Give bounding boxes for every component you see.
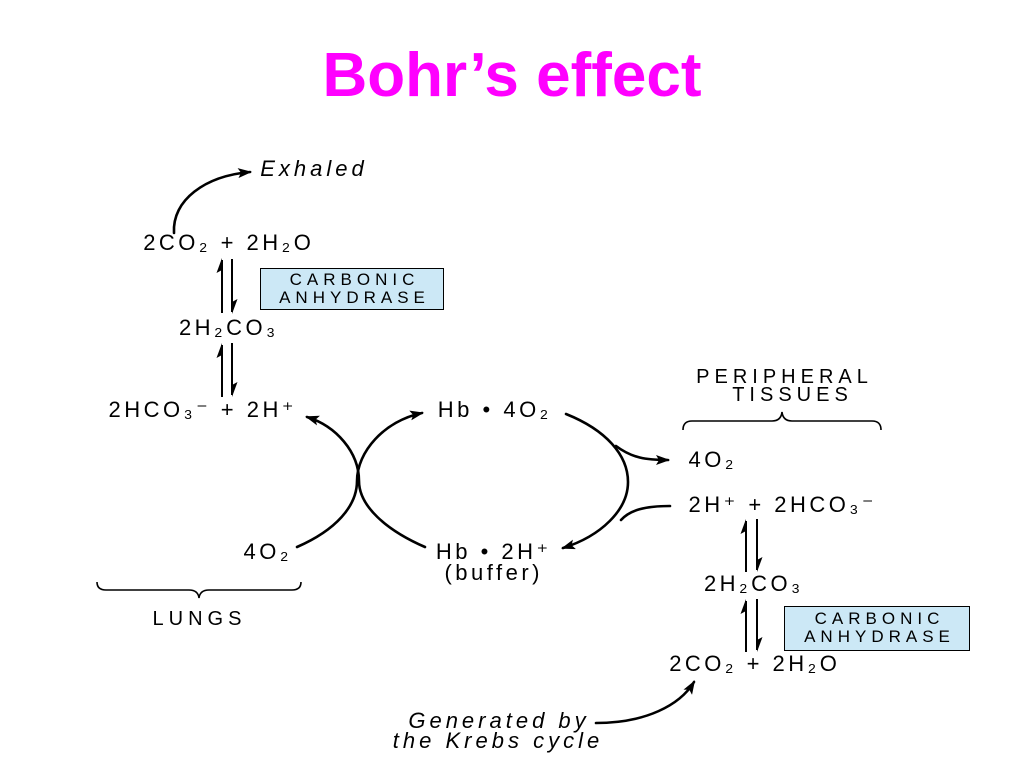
protonated-hemoglobin-formula: Hb • 2H⁺ [435,539,552,564]
krebs-co2-arrow [594,680,696,725]
lungs-oxygen-formula: 4O₂ [243,539,292,564]
equilibrium-arrows-tissues-lower [740,599,763,652]
equilibrium-arrows-tissues-upper [740,519,763,572]
down-harpoon-head [232,299,238,314]
tissues-carbonic-acid-formula: 2H₂CO₃ [703,571,804,596]
up-harpoon-head [740,599,746,614]
enzyme-name-line: ANHYDRASE [279,288,430,307]
equilibrium-arrows-lungs-upper [216,258,238,314]
tissues-oxygen-formula: 4O₂ [688,447,737,472]
tissues-label-line2: TISSUES [732,384,853,406]
lungs-label: LUNGS [152,608,247,630]
oxygen-release-arc [561,412,630,550]
tissues-brace [682,411,882,431]
proton-release-arrow [305,415,427,549]
down-harpoon-head [757,557,763,572]
lungs-bicarbonate-proton-formula: 2HCO₃⁻ + 2H⁺ [108,397,297,422]
exhale-arrow [172,168,252,235]
up-harpoon-head [216,343,222,358]
tissues-co2-water-formula: 2CO₂ + 2H₂O [669,651,841,676]
tissues-proton-bicarbonate-formula: 2H⁺ + 2HCO₃⁻ [688,492,877,517]
enzyme-name-line: CARBONIC [289,270,420,289]
carbonic-anhydrase-box-tissues: CARBONIC ANHYDRASE [784,606,970,651]
oxygen-binding-arrow [295,410,424,549]
enzyme-name-line: ANHYDRASE [804,627,955,646]
lungs-brace [96,581,302,599]
oxygen-to-tissues-arrow [614,444,670,465]
proton-uptake-line [619,504,672,522]
exhaled-label: Exhaled [260,156,368,181]
krebs-source-line1: Generated by [408,708,590,733]
up-harpoon-head [216,258,222,273]
lungs-co2-water-formula: 2CO₂ + 2H₂O [143,230,315,255]
buffer-note: (buffer) [444,560,543,585]
tissues-label-line1: PERIPHERAL [696,366,873,388]
down-harpoon-head [232,382,238,397]
down-harpoon-head [757,637,763,652]
enzyme-name-line: CARBONIC [814,609,945,628]
equilibrium-arrows-lungs-lower [216,343,238,397]
krebs-source-line2: the Krebs cycle [392,728,604,753]
up-harpoon-head [740,519,746,534]
slide-title: Bohr’s effect [322,41,702,110]
lungs-carbonic-acid-formula: 2H₂CO₃ [178,315,279,340]
oxyhemoglobin-formula: Hb • 4O₂ [437,397,552,422]
carbonic-anhydrase-box-lungs: CARBONIC ANHYDRASE [260,268,444,310]
